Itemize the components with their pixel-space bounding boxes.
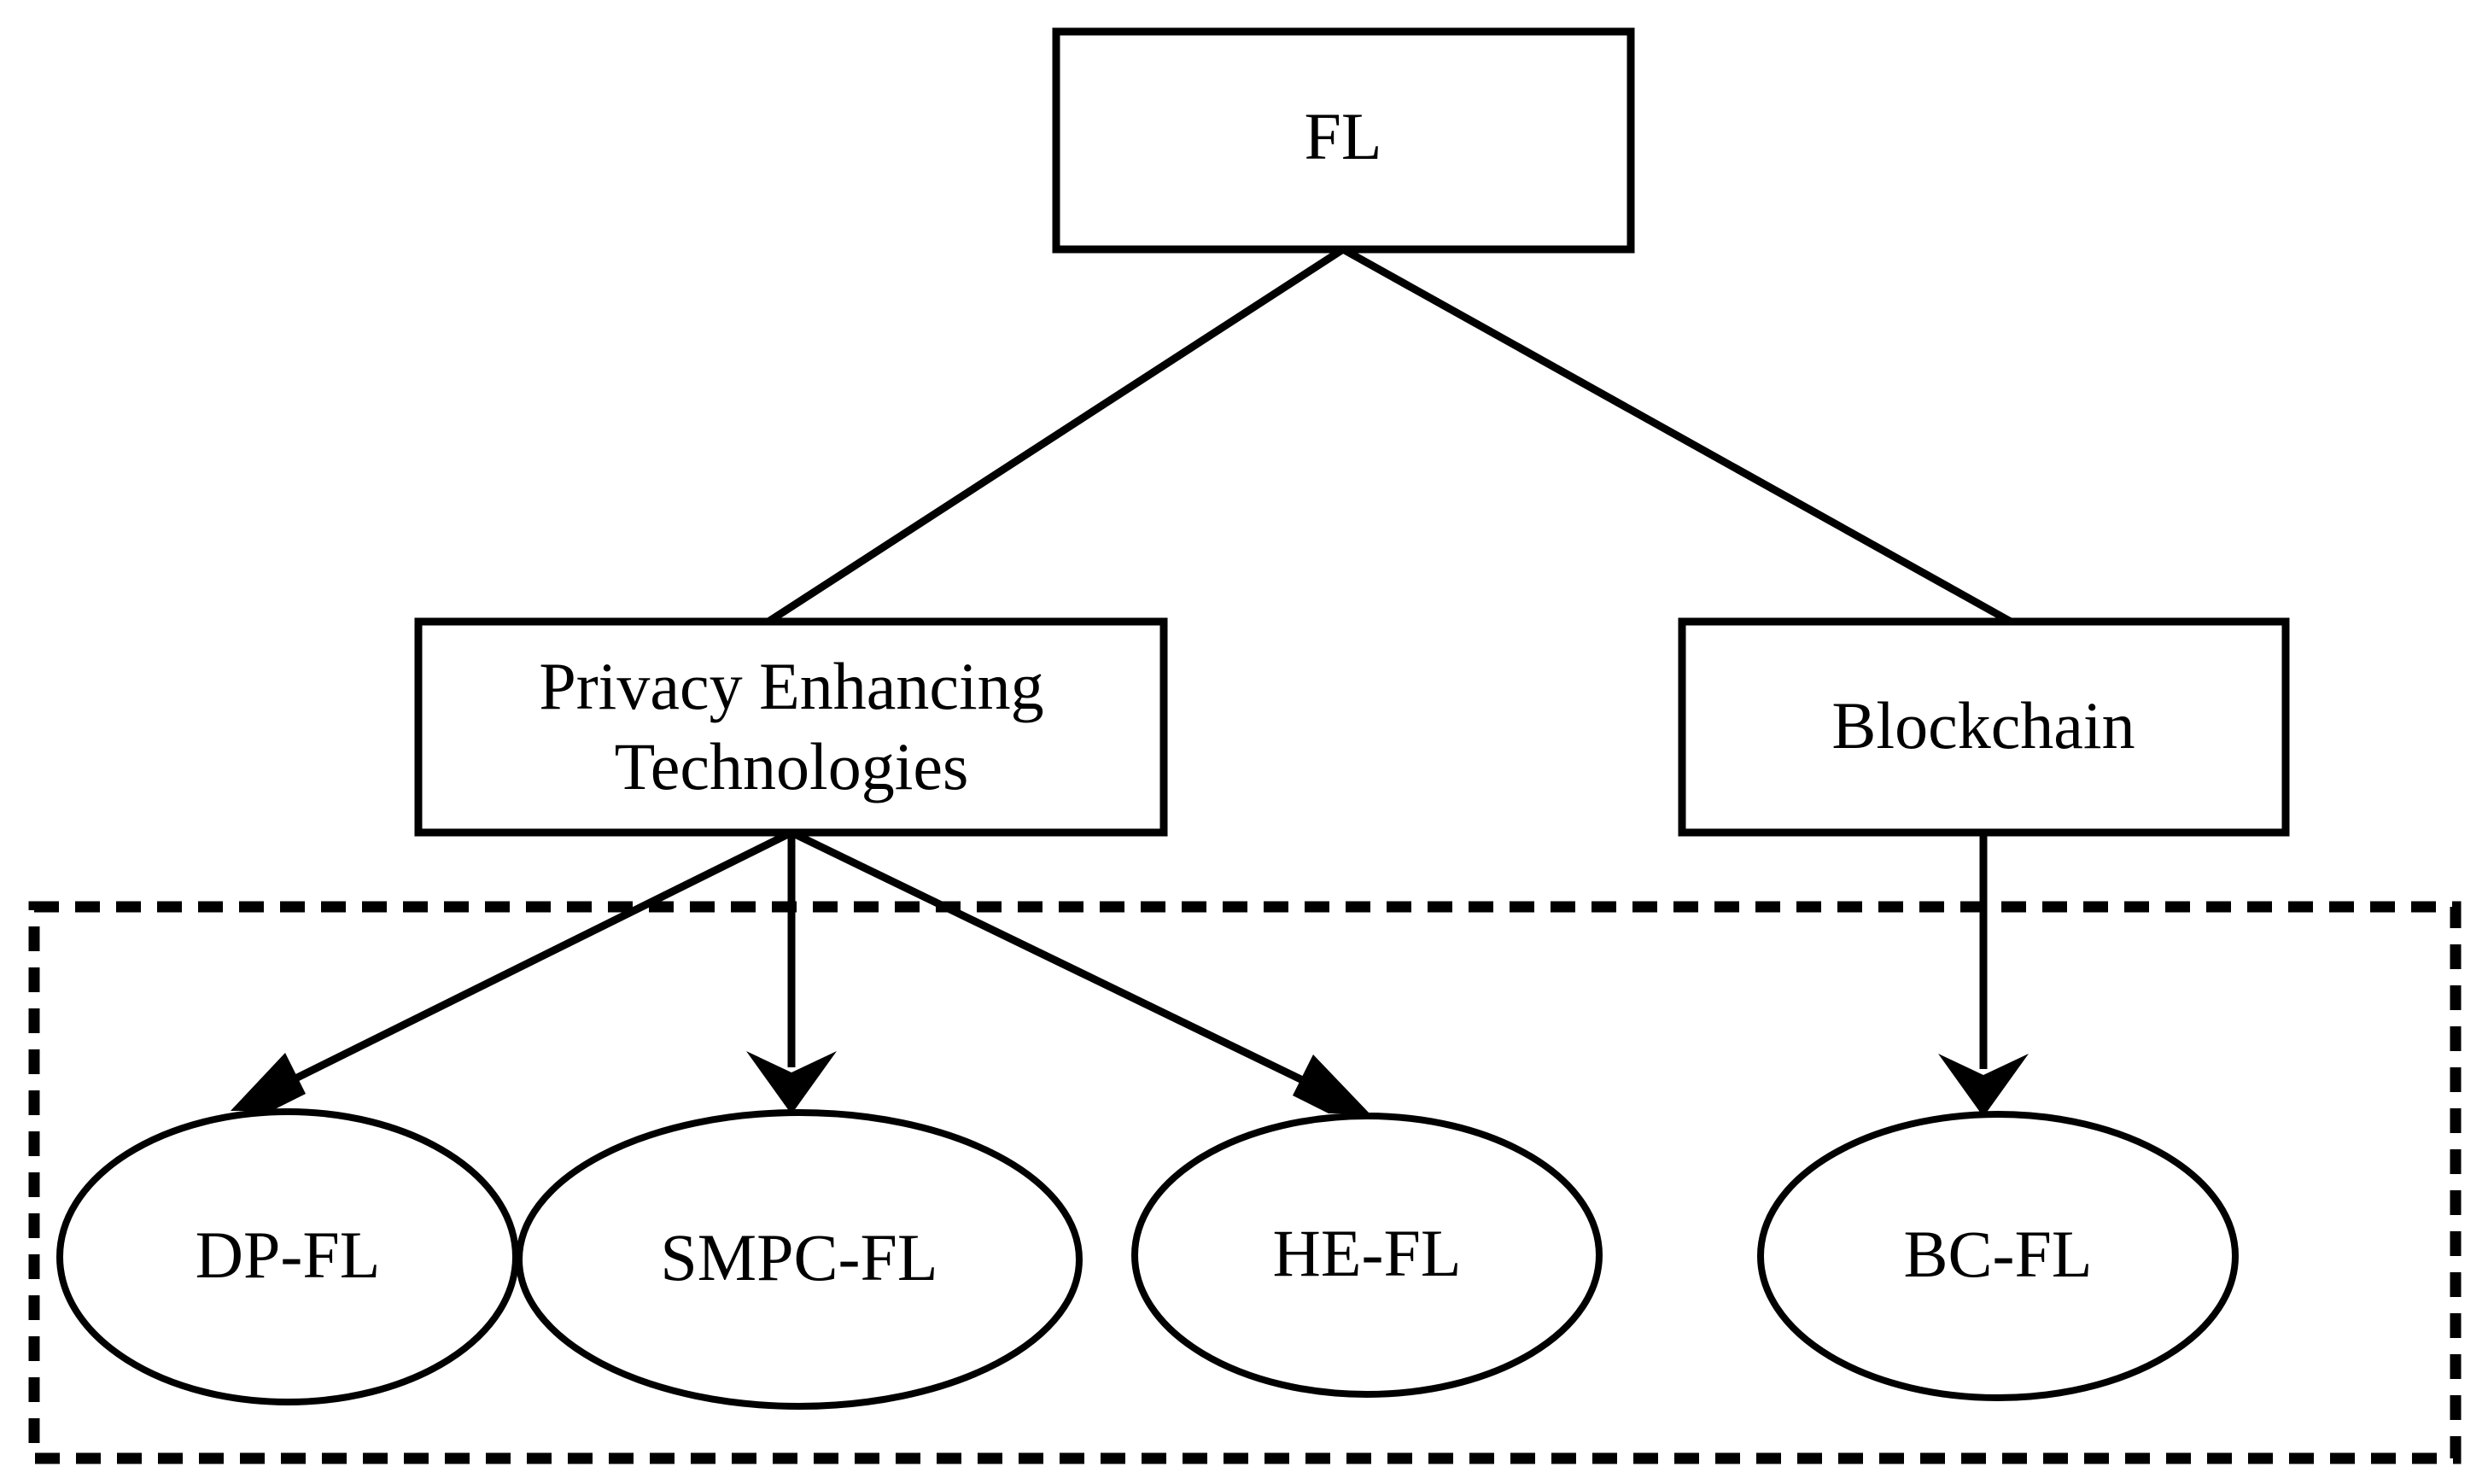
node-dp-fl[interactable]: DP-FL [56,1108,519,1405]
node-fl-box[interactable] [1052,27,1635,254]
node-he-fl-label: HE-FL [1273,1216,1462,1290]
node-blockchain[interactable]: Blockchain [1678,617,2290,837]
node-smpc-fl[interactable]: SMPC-FL [516,1109,1083,1410]
edge-pet-to-dp-fl-arrowhead [231,1053,306,1111]
node-dp-fl-ellipse[interactable] [56,1108,519,1405]
edge-pet-to-dp-fl-line [280,828,793,1090]
leaf-group-dashed-box [28,901,2462,1464]
node-blockchain-label: Blockchain [1831,688,2135,762]
edge-pet-to-he-fl-arrowhead [1293,1055,1370,1113]
node-fl[interactable]: FL [1052,27,1635,254]
edge-fl-to-pet [766,246,1346,625]
node-bc-fl-label: BC-FL [1903,1217,2092,1291]
edge-fl-to-blockchain [1340,246,2013,625]
node-privacy-enhancing-technologies[interactable]: Privacy Enhancing Technologies [414,617,1168,837]
node-pet-label-line2: Technologies [615,729,969,803]
edge-blockchain-to-bc-fl-arrowhead [1938,1054,2029,1117]
node-bc-fl[interactable]: BC-FL [1757,1111,2239,1401]
node-blockchain-box[interactable] [1678,617,2290,837]
node-dp-fl-label: DP-FL [196,1218,381,1292]
node-pet-box[interactable] [414,617,1168,837]
node-smpc-fl-ellipse[interactable] [516,1109,1083,1410]
edge-pet-to-he-fl-line [790,828,1317,1090]
edge-pet-to-smpc-fl-arrowhead [746,1051,837,1114]
node-he-fl-ellipse[interactable] [1131,1113,1603,1398]
node-he-fl[interactable]: HE-FL [1131,1113,1603,1398]
node-bc-fl-ellipse[interactable] [1757,1111,2239,1401]
node-pet-label-line1: Privacy Enhancing [539,649,1043,723]
node-fl-label: FL [1304,99,1381,173]
node-smpc-fl-label: SMPC-FL [660,1220,937,1294]
